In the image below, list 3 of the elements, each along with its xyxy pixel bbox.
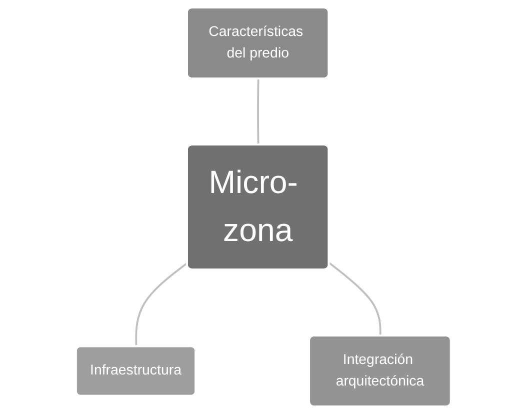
connector xyxy=(328,262,382,336)
connector xyxy=(135,262,188,347)
connector xyxy=(257,78,260,146)
